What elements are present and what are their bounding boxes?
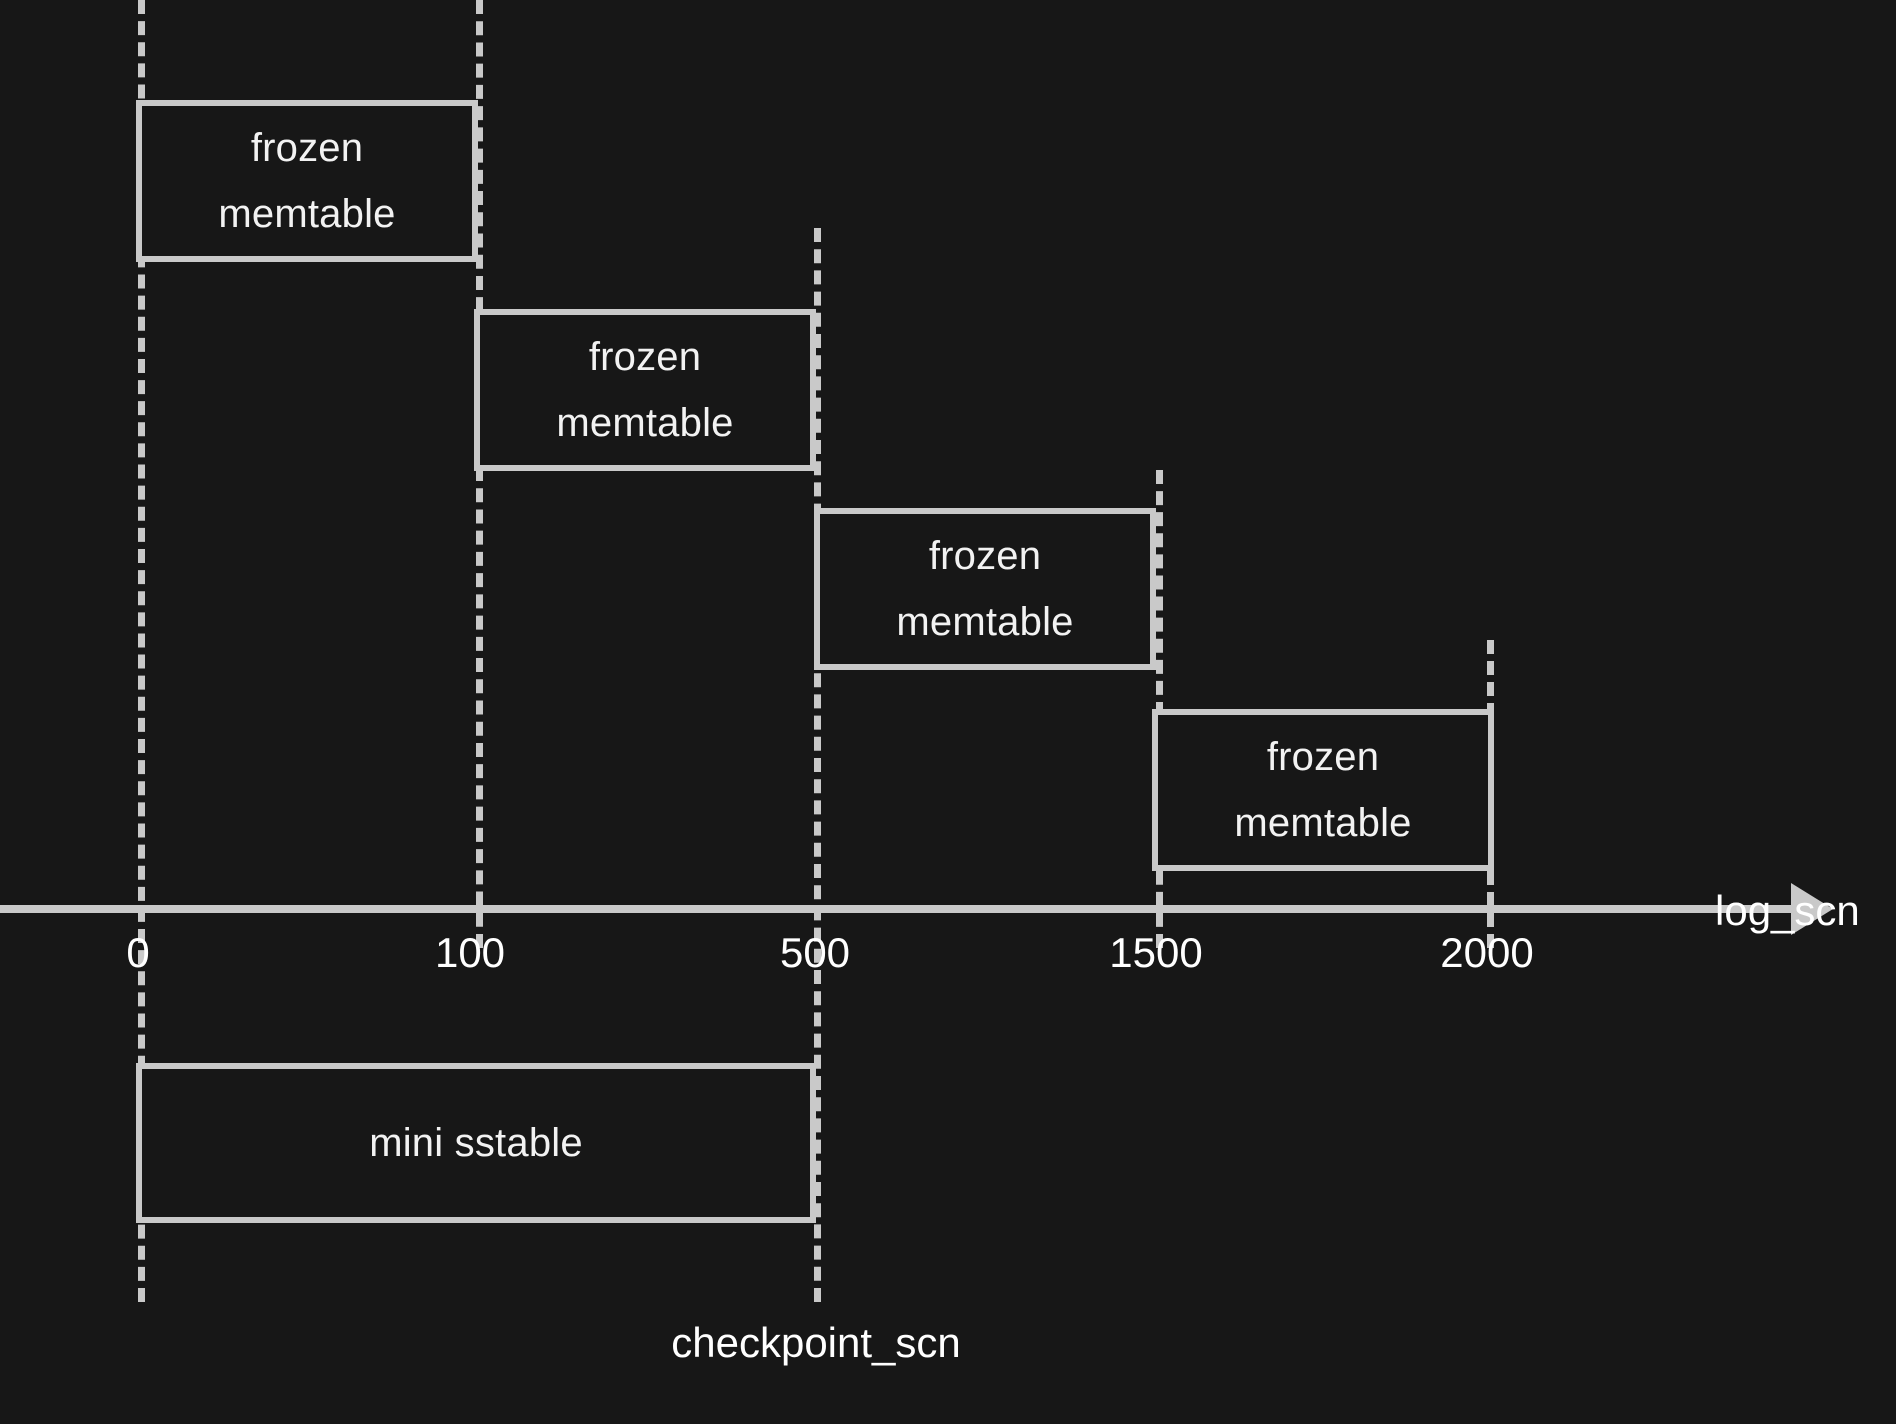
axis-tick-2000: 2000 — [1440, 929, 1534, 976]
guide-line-0 — [138, 0, 145, 1302]
mini-sstable-label: mini sstable — [369, 1121, 583, 1165]
frozen-memtable-box: frozen memtable — [136, 100, 478, 262]
frozen-memtable-box: frozen memtable — [1152, 709, 1494, 871]
axis-tick-0: 0 — [126, 929, 150, 976]
axis-line — [0, 905, 1792, 913]
frozen-memtable-box: frozen memtable — [814, 508, 1156, 670]
axis-arrow-icon — [1791, 883, 1833, 935]
checkpoint-scn-caption: checkpoint_scn — [671, 1319, 961, 1366]
guide-line-500 — [814, 228, 821, 1302]
axis-tick-100: 100 — [434, 929, 506, 976]
axis-tick-500: 500 — [779, 929, 851, 976]
box-label-line2: memtable — [1234, 801, 1412, 845]
box-label-line1: frozen — [588, 335, 702, 379]
box-label-line2: memtable — [896, 600, 1074, 644]
axis-name-label: log_scn — [1715, 887, 1860, 934]
box-label-line1: frozen — [1266, 735, 1380, 779]
guide-line-100 — [476, 0, 483, 948]
box-label-line1: frozen — [250, 126, 364, 170]
axis-tick-1500: 1500 — [1109, 929, 1203, 976]
frozen-memtable-box: frozen memtable — [474, 309, 816, 471]
box-label-line2: memtable — [218, 192, 396, 236]
box-label-line1: frozen — [928, 534, 1042, 578]
mini-sstable-box: mini sstable — [136, 1063, 816, 1223]
box-label-line2: memtable — [556, 401, 734, 445]
